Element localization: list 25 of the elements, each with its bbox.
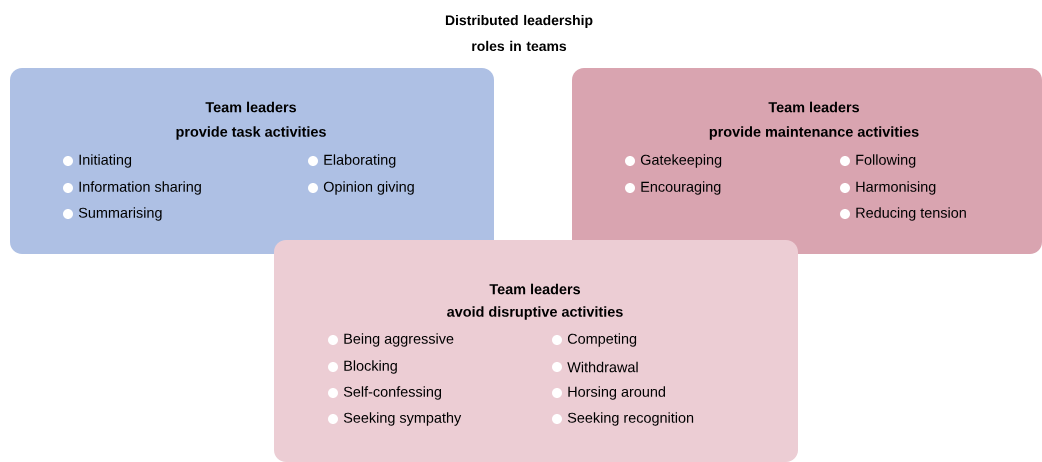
bullet-item: Initiating: [63, 154, 132, 168]
heading: avoid disruptive activities: [447, 306, 623, 320]
bullet-item: Withdrawal: [552, 361, 638, 373]
heading: provide task activities: [176, 126, 326, 140]
bullet-item: Following: [840, 154, 916, 168]
bullet-item: Seeking sympathy: [328, 412, 462, 426]
title: Distributed leadership roles in teams: [445, 14, 593, 52]
bullet-item: Reducing tension: [840, 207, 966, 221]
heading: Team leaders: [205, 101, 297, 113]
bullet-item: Information sharing: [63, 181, 201, 195]
bullet-item: Being aggressive: [328, 333, 454, 347]
bullet-item: Competing: [552, 333, 637, 347]
bullet-item: Opinion giving: [308, 181, 414, 195]
bullet-item: Harmonising: [840, 181, 936, 195]
bullet-item: Self-confessing: [328, 386, 442, 400]
bullet-item: Seeking recognition: [552, 412, 694, 426]
bullet-item: Encouraging: [625, 181, 721, 195]
heading: provide maintenance activities: [709, 126, 919, 140]
heading: Team leaders: [489, 283, 581, 295]
bullet-item: Horsing around: [552, 386, 665, 400]
bullet-item: Gatekeeping: [625, 154, 722, 168]
bullet-item: Blocking: [328, 360, 397, 374]
heading: Team leaders: [768, 101, 860, 113]
bullet-item: Elaborating: [308, 154, 396, 168]
bullet-item: Summarising: [63, 207, 162, 221]
